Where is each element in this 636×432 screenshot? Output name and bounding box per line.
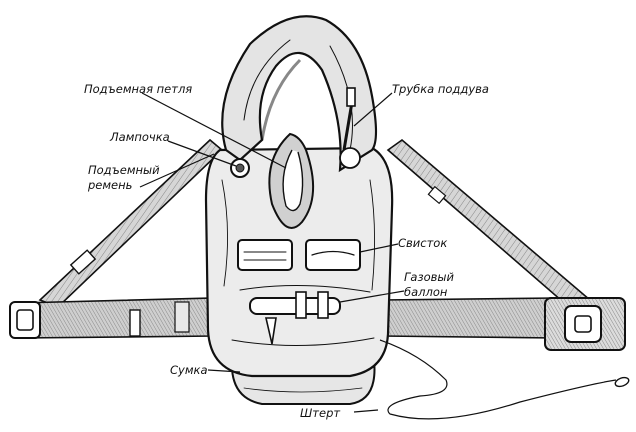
waist-belt <box>9 297 556 339</box>
label-whistle: Свисток <box>398 236 447 250</box>
label-lifting-strap-line1: Подъемный <box>88 163 160 177</box>
label-inflation-tube: Трубка поддува <box>392 82 489 96</box>
label-lanyard: Штерт <box>300 406 340 420</box>
right-lifting-strap <box>386 138 592 309</box>
leader-lines <box>139 92 405 413</box>
inflation-tube <box>339 87 361 169</box>
lamp <box>230 158 250 178</box>
label-lifting-strap-line2: ремень <box>87 178 132 192</box>
gas-cylinder <box>249 291 341 345</box>
label-lamp: Лампочка <box>109 130 170 144</box>
label-gas-cylinder-line1: Газовый <box>404 270 454 284</box>
label-gas-cylinder-line2: баллон <box>404 285 448 299</box>
labels: Подъемная петля Трубка поддува Лампочка … <box>84 82 489 420</box>
label-lifting-loop: Подъемная петля <box>84 82 192 96</box>
vest-body <box>204 146 394 378</box>
lanyard <box>379 339 630 420</box>
label-bag: Сумка <box>170 363 208 377</box>
collar-ring <box>221 15 378 173</box>
right-buckle <box>544 297 626 351</box>
whistle-pockets <box>237 239 361 271</box>
lifting-loop <box>268 132 315 229</box>
